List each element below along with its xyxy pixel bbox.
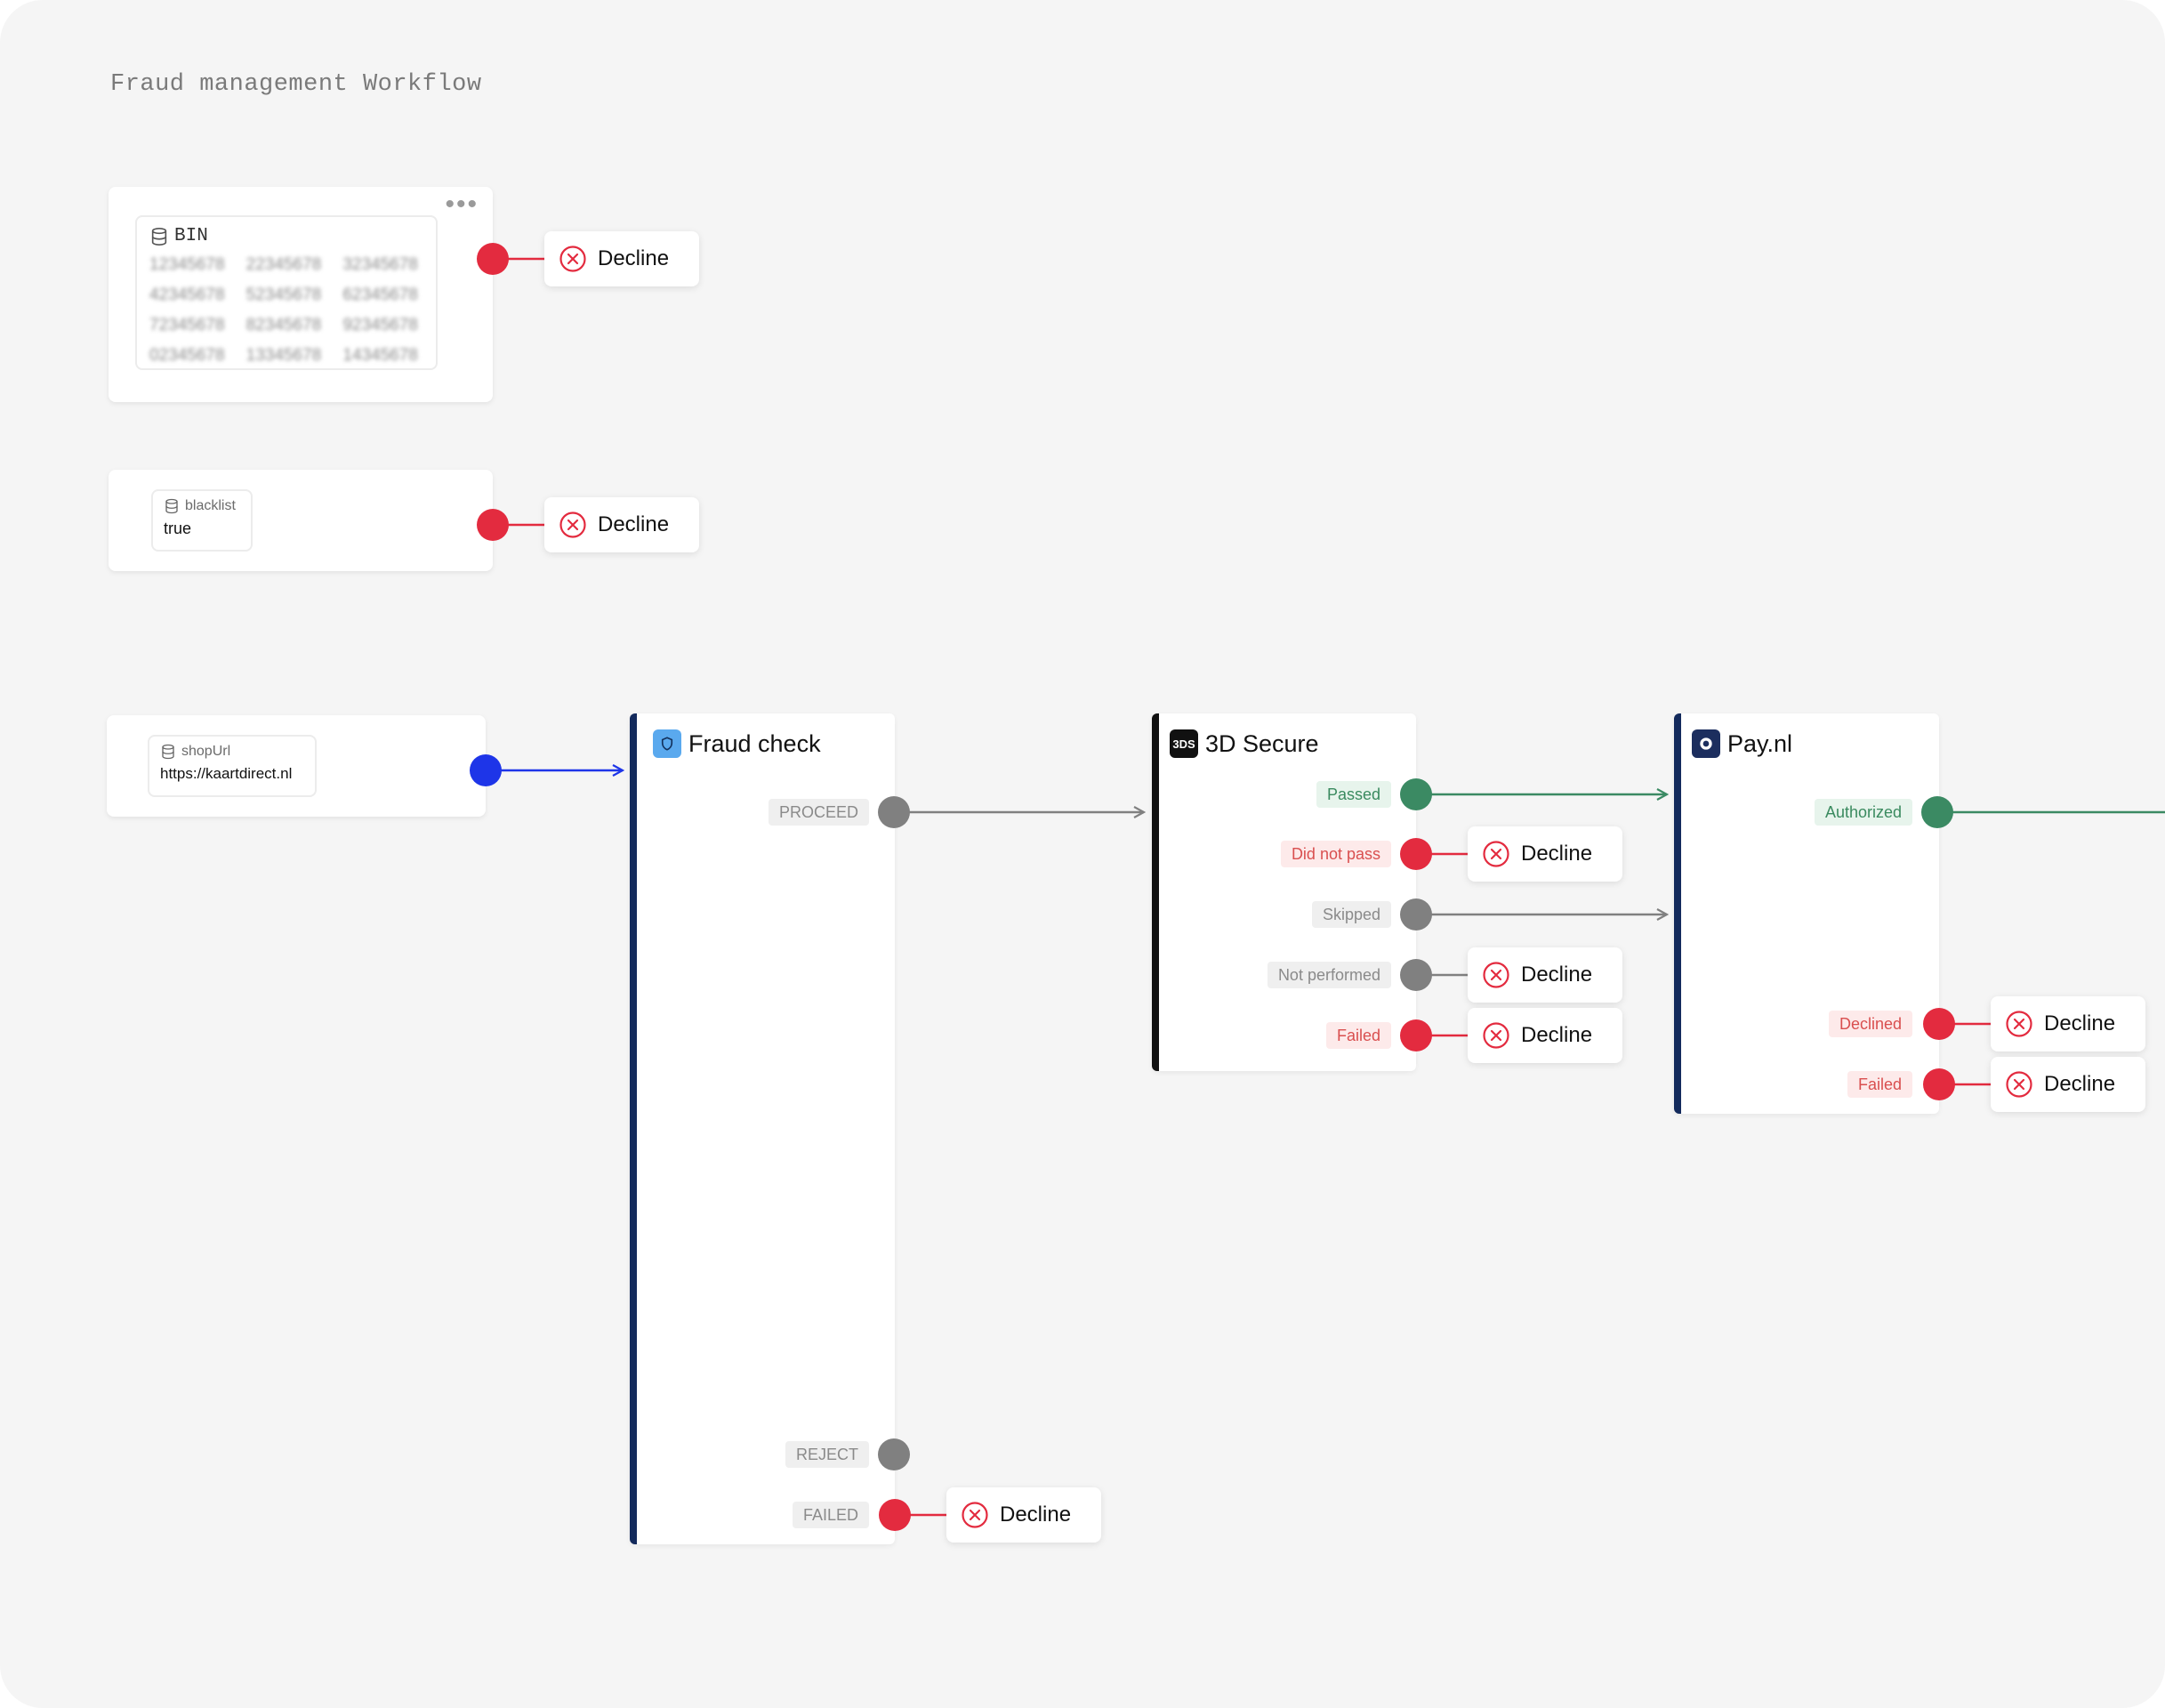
blacklist-label: blacklist bbox=[185, 498, 236, 513]
3ds-logo: 3DS bbox=[1170, 729, 1198, 758]
x-circle-icon bbox=[2006, 1071, 2032, 1098]
fraud-check-header: Fraud check bbox=[653, 729, 821, 758]
bin-value: 92345678 bbox=[342, 316, 418, 334]
decline-node[interactable]: Decline bbox=[544, 231, 699, 286]
paynl-step[interactable]: Pay.nl bbox=[1674, 713, 1939, 1114]
database-icon bbox=[165, 498, 178, 514]
database-icon bbox=[151, 227, 167, 246]
outcome-not-performed: Not performed bbox=[1267, 962, 1391, 988]
bin-value: 02345678 bbox=[149, 346, 225, 365]
bin-header: BIN bbox=[149, 226, 423, 246]
outcome-3ds-failed: Failed bbox=[1325, 1022, 1391, 1049]
bin-label: BIN bbox=[174, 226, 208, 246]
passed-port[interactable] bbox=[1400, 778, 1432, 810]
failed-port[interactable] bbox=[879, 1499, 911, 1531]
decline-label: Decline bbox=[1521, 1023, 1593, 1047]
decline-node[interactable]: Decline bbox=[1991, 996, 2145, 1051]
3d-secure-title: 3D Secure bbox=[1205, 729, 1319, 757]
outcome-paynl-failed: Failed bbox=[1847, 1071, 1912, 1098]
decline-label: Decline bbox=[2044, 1072, 2116, 1096]
decline-label: Decline bbox=[2044, 1011, 2116, 1035]
shopurl-condition-card[interactable]: shopUrl https://kaartdirect.nl bbox=[107, 715, 486, 817]
paynl-logo bbox=[1692, 729, 1720, 758]
blacklist-condition-card[interactable]: blacklist true bbox=[109, 470, 493, 571]
blacklist-header: blacklist bbox=[164, 498, 240, 514]
bin-values: 12345678 22345678 32345678 42345678 5234… bbox=[149, 255, 423, 366]
database-icon bbox=[162, 744, 174, 760]
decline-node[interactable]: Decline bbox=[1468, 947, 1622, 1003]
decline-node[interactable]: Decline bbox=[946, 1487, 1101, 1543]
blacklist-field: blacklist true bbox=[151, 489, 253, 552]
x-circle-icon bbox=[962, 1502, 988, 1528]
shopurl-value: https://kaartdirect.nl bbox=[160, 765, 293, 782]
decline-node[interactable]: Decline bbox=[1991, 1057, 2145, 1112]
outcome-reject: REJECT bbox=[785, 1441, 869, 1468]
bin-list: BIN 12345678 22345678 32345678 42345678 … bbox=[135, 215, 438, 370]
3d-secure-step[interactable]: 3DS 3D Secure bbox=[1152, 713, 1416, 1071]
3ds-failed-port[interactable] bbox=[1400, 1019, 1432, 1051]
decline-label: Decline bbox=[1521, 842, 1593, 866]
shopurl-header: shopUrl bbox=[160, 744, 304, 760]
outcome-proceed: PROCEED bbox=[768, 799, 869, 826]
paynl-title: Pay.nl bbox=[1727, 729, 1793, 757]
shield-icon bbox=[653, 729, 681, 758]
x-circle-icon bbox=[559, 246, 586, 272]
outcome-passed: Passed bbox=[1316, 781, 1391, 808]
bin-value: 62345678 bbox=[342, 286, 418, 304]
paynl-failed-port[interactable] bbox=[1923, 1068, 1955, 1100]
authorized-port[interactable] bbox=[1921, 796, 1953, 828]
paynl-header: Pay.nl bbox=[1692, 729, 1792, 758]
page-title: Fraud management Workflow bbox=[110, 71, 482, 98]
bin-output-port[interactable] bbox=[477, 243, 509, 275]
declined-port[interactable] bbox=[1923, 1008, 1955, 1040]
outcome-failed: FAILED bbox=[792, 1502, 869, 1528]
decline-label: Decline bbox=[598, 512, 670, 536]
decline-node[interactable]: Decline bbox=[1468, 1008, 1622, 1063]
bin-value: 42345678 bbox=[149, 286, 225, 304]
outcome-skipped: Skipped bbox=[1311, 901, 1391, 928]
decline-label: Decline bbox=[1521, 963, 1593, 987]
fraud-check-title: Fraud check bbox=[688, 729, 821, 757]
not-performed-port[interactable] bbox=[1400, 959, 1432, 991]
blacklist-output-port[interactable] bbox=[477, 509, 509, 541]
x-circle-icon bbox=[1483, 962, 1509, 988]
bin-value: 32345678 bbox=[342, 255, 418, 274]
shopurl-output-port[interactable] bbox=[470, 754, 502, 786]
did-not-pass-port[interactable] bbox=[1400, 838, 1432, 870]
x-circle-icon bbox=[1483, 841, 1509, 867]
bin-value: 52345678 bbox=[245, 286, 322, 304]
bin-value: 22345678 bbox=[245, 255, 322, 274]
bin-value: 12345678 bbox=[149, 255, 225, 274]
reject-port[interactable] bbox=[878, 1438, 910, 1470]
x-circle-icon bbox=[559, 512, 586, 538]
decline-node[interactable]: Decline bbox=[544, 497, 699, 552]
shopurl-field: shopUrl https://kaartdirect.nl bbox=[148, 735, 317, 797]
bin-value: 82345678 bbox=[245, 316, 322, 334]
outcome-did-not-pass: Did not pass bbox=[1280, 841, 1391, 867]
x-circle-icon bbox=[2006, 1011, 2032, 1037]
x-circle-icon bbox=[1483, 1022, 1509, 1049]
decline-node[interactable]: Decline bbox=[1468, 826, 1622, 882]
more-options-icon[interactable]: ••• bbox=[445, 189, 479, 219]
decline-label: Decline bbox=[598, 246, 670, 270]
3d-secure-header: 3DS 3D Secure bbox=[1170, 729, 1319, 758]
outcome-authorized: Authorized bbox=[1814, 799, 1912, 826]
bin-value: 13345678 bbox=[245, 346, 322, 365]
outcome-declined: Declined bbox=[1828, 1011, 1912, 1037]
bin-value: 14345678 bbox=[342, 346, 418, 365]
skipped-port[interactable] bbox=[1400, 898, 1432, 931]
fraud-check-step[interactable]: Fraud check bbox=[630, 713, 895, 1544]
bin-value: 72345678 bbox=[149, 316, 225, 334]
shopurl-label: shopUrl bbox=[181, 744, 231, 759]
blacklist-value: true bbox=[164, 520, 192, 537]
proceed-port[interactable] bbox=[878, 796, 910, 828]
decline-label: Decline bbox=[1000, 1503, 1072, 1527]
bin-condition-card[interactable]: ••• BIN 12345678 22345678 32345678 42345… bbox=[109, 187, 493, 402]
